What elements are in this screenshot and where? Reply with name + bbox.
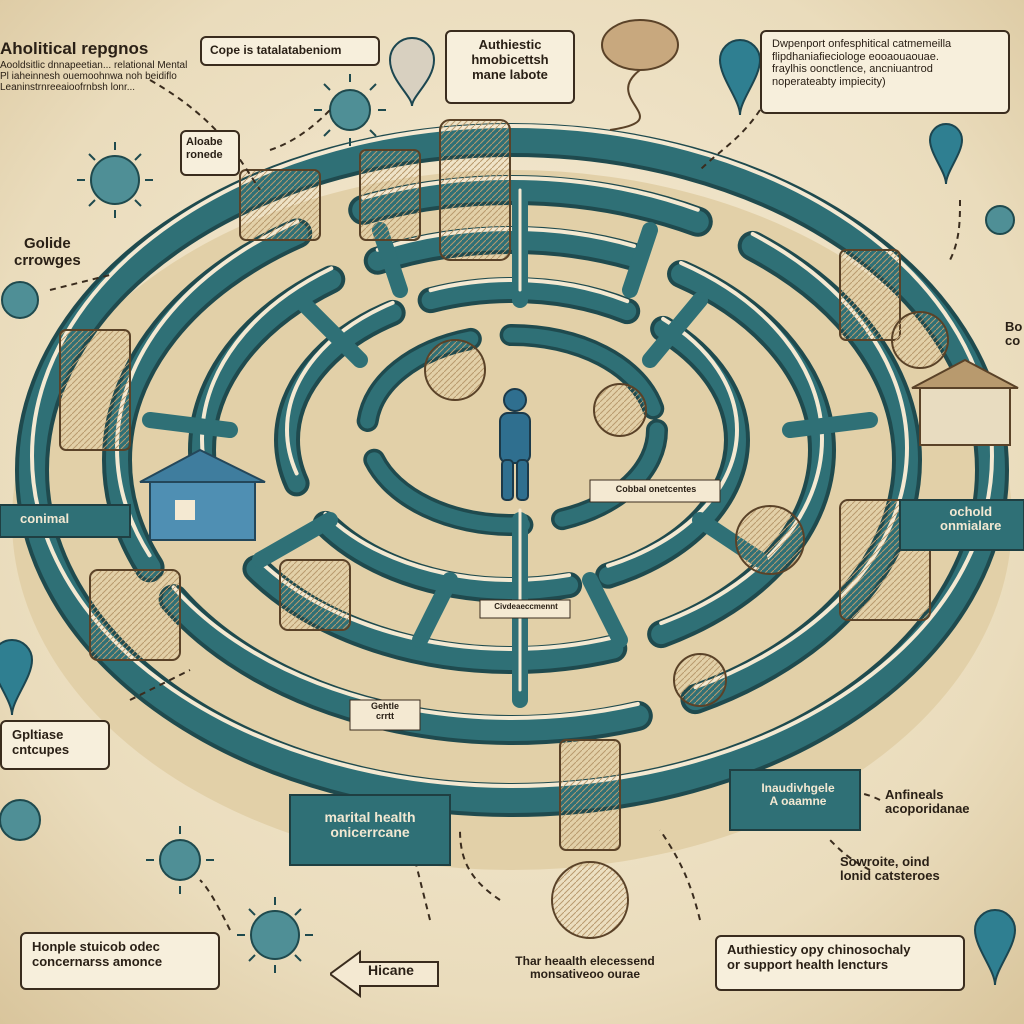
arrow-left-icon [330,950,439,998]
right-lower2-label: Sowroite, oind lonid catsteroes [840,854,940,884]
bottom-right-box: Authiesticy opy chinosochaly or support … [715,935,965,991]
right-banner-label: ochold onmialare [940,504,1002,534]
center-bottom-banner-label: marital health onicerrcane [324,809,416,841]
virus-spikes [77,74,386,973]
center-right-banner-label: Inaudivhgele A oaamne [761,781,835,809]
right-edge-label: Bo co [1005,319,1023,349]
sepia-objects [59,119,949,939]
left-mid-label: Golide crrowges [14,235,81,269]
house-icon [139,448,266,541]
brain-icon [601,19,679,131]
person-icon [499,388,531,501]
banner-plates [0,479,1024,866]
top-left-subtext: Aooldsitlic dnnapeetian... relational Me… [0,60,188,93]
lower-sign: Civdeaeccmennt [494,602,558,611]
leader-lines [49,79,961,931]
small-sign: Gehtle crrtt [370,701,399,721]
maze-wall-ring-1-top [30,124,994,788]
bottom-left-box: Honple stuicob odec concernarss amonce [20,932,220,990]
top-center-box: Authiestic hmobicettsh mane labote [445,30,575,104]
house-right-icon [911,358,1019,446]
top-center-small-box: Cope is tatalatabeniom [200,36,380,66]
upper-left-tag: Aloabe ronede [180,130,240,176]
center-sign: Cobbal onetcentes [615,484,697,494]
top-right-box: Dwpenport onfesphitical catmemeilla flip… [760,30,1010,114]
virus-icons [0,89,1015,960]
left-banner-label: conimal [20,511,70,526]
bottom-center-label: Thar heaalth elecessend monsativeoo oura… [515,954,655,982]
bottom-arrow-label: Hicane [368,962,414,978]
map-pin-icons [0,37,1017,986]
right-lower-label: Anfineals acoporidanae [885,787,970,817]
lower-left-box: Gpltiase cntcupes [0,720,110,770]
top-left-title: Aholitical repgnos [0,39,149,58]
